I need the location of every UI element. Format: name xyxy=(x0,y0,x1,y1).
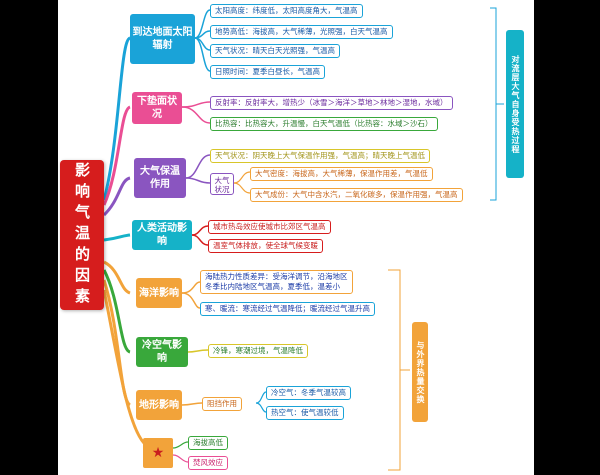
star-icon: ★ xyxy=(151,445,165,461)
leaf-heat-capacity: 比热容：比热容大，升温慢，白天气温低（比热容：水域＞沙石） xyxy=(210,117,438,131)
leaf-hot-air-block: 热空气：使气温较低 xyxy=(266,406,344,420)
side-label-atmosphere-heating: 对流层大气自身受热过程 xyxy=(506,30,524,178)
leaf-ocean-currents: 寒、暖流：寒流经过气温降低；暖流经过气温升高 xyxy=(200,302,375,316)
category-ocean[interactable]: 海洋影响 xyxy=(136,278,182,308)
leaf-air-composition: 大气成份：大气中含水汽，二氧化碳多，保温作用强，气温高 xyxy=(250,188,463,202)
connector-lines xyxy=(102,7,504,471)
leaf-greenhouse: 温室气体排放，使全球气候变暖 xyxy=(208,239,323,253)
leaf-altitude: 海拔高低 xyxy=(188,436,228,450)
leaf-weather: 天气状况：晴天白天光照强，气温高 xyxy=(210,44,340,58)
category-solar-radiation[interactable]: 到达地面太阳辐射 xyxy=(130,14,195,64)
leaf-heat-island: 城市热岛效应使城市比郊区气温高 xyxy=(208,220,331,234)
leaf-cold-front: 冷锋，寒潮过境，气温降低 xyxy=(208,344,308,358)
category-atmospheric-insulation[interactable]: 大气保温作用 xyxy=(134,158,186,198)
category-terrain[interactable]: 地形影响 xyxy=(136,390,182,420)
leaf-cloudy-night: 天气状况：阴天晚上大气保温作用强，气温高；晴天晚上气温低 xyxy=(210,149,430,163)
leaf-solar-altitude: 太阳高度：纬度低，太阳高度角大，气温高 xyxy=(210,4,363,18)
leaf-land-sea-contrast: 海陆热力性质差异：受海洋调节，沿海地区 冬季比内陆地区气温高，夏季低，温差小 xyxy=(200,270,353,294)
side-label-heat-exchange: 与外界热量交换 xyxy=(412,322,428,422)
leaf-air-density: 大气密度：海拔高，大气稀薄，保温作用差，气温低 xyxy=(250,167,433,181)
leaf-elevation: 地势高低：海拔高，大气稀薄，光照强，白天气温高 xyxy=(210,25,393,39)
leaf-albedo: 反射率：反射率大，增热少（冰雪＞海洋＞草地＞林地＞湿地，水域） xyxy=(210,96,453,110)
category-cold-air[interactable]: 冷空气影响 xyxy=(136,337,188,367)
mind-map-canvas: 影响气温的因素 到达地面太阳辐射 太阳高度：纬度低，太阳高度角大，气温高 地势高… xyxy=(58,0,534,475)
leaf-cold-air-block: 冷空气：冬季气温较高 xyxy=(266,386,351,400)
highlight-star-box: ★ xyxy=(143,438,173,468)
category-underlying-surface[interactable]: 下垫面状况 xyxy=(132,92,182,124)
root-topic[interactable]: 影响气温的因素 xyxy=(60,160,104,310)
leaf-daylight: 日照时间：夏季白昼长，气温高 xyxy=(210,65,325,79)
sub-atmosphere-state: 大气状况 xyxy=(210,173,234,195)
leaf-foehn: 焚风效应 xyxy=(188,456,228,470)
category-human-activity[interactable]: 人类活动影响 xyxy=(132,220,192,250)
sub-blocking-effect: 阻挡作用 xyxy=(202,397,242,411)
